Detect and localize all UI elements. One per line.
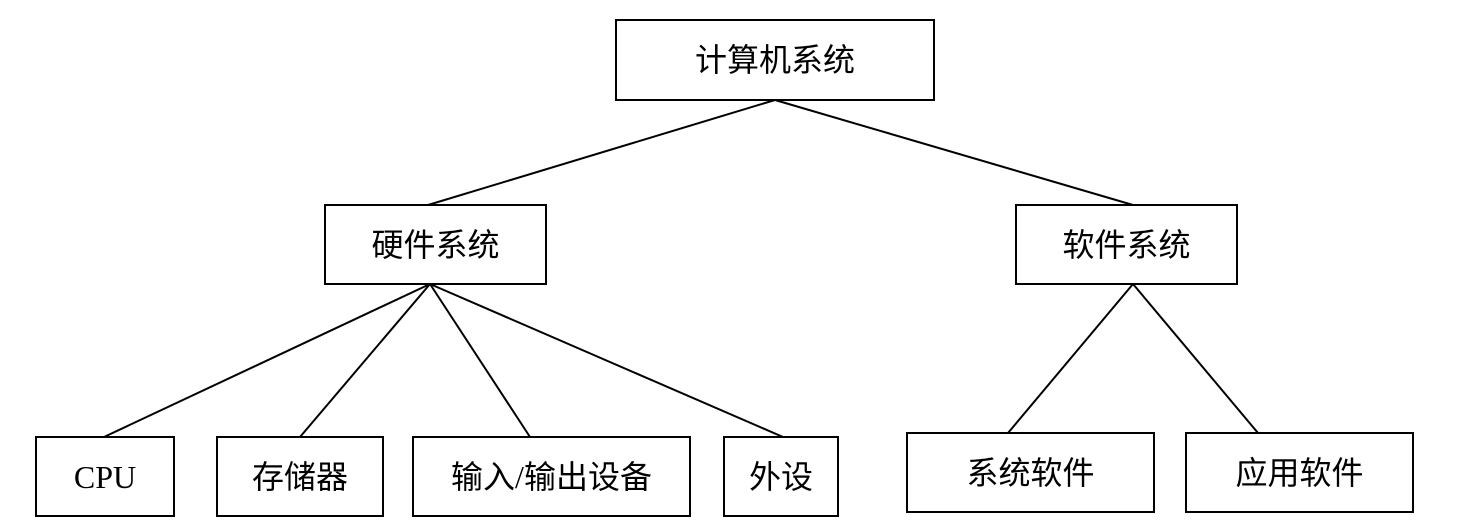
node-memory: 存储器 (216, 436, 384, 517)
node-label: 软件系统 (1062, 226, 1191, 263)
node-computer-system: 计算机系统 (615, 19, 935, 101)
node-label: 输入/输出设备 (451, 458, 652, 495)
node-label: 计算机系统 (694, 42, 855, 78)
node-label: 应用软件 (1235, 454, 1364, 491)
node-system-software: 系统软件 (906, 432, 1155, 513)
edge-software-system-to-system-software (1007, 283, 1134, 434)
node-software-system: 软件系统 (1015, 204, 1238, 285)
edge-hardware-system-to-memory (299, 283, 431, 438)
edge-computer-system-to-hardware-system (427, 99, 776, 206)
edge-software-system-to-application-software (1132, 283, 1259, 434)
edge-hardware-system-to-cpu (103, 283, 431, 438)
node-label: 外设 (748, 458, 813, 495)
node-label: 存储器 (251, 458, 348, 495)
edge-hardware-system-to-peripherals (429, 283, 784, 438)
node-cpu: CPU (35, 436, 175, 517)
node-io-devices: 输入/输出设备 (412, 436, 691, 517)
node-label: 系统软件 (966, 454, 1095, 491)
node-hardware-system: 硬件系统 (324, 204, 547, 285)
node-peripherals: 外设 (723, 436, 839, 517)
edge-computer-system-to-software-system (774, 99, 1134, 206)
node-label: 硬件系统 (371, 226, 500, 263)
edge-hardware-system-to-io-devices (429, 283, 531, 438)
node-application-software: 应用软件 (1185, 432, 1414, 513)
node-label: CPU (73, 458, 137, 495)
